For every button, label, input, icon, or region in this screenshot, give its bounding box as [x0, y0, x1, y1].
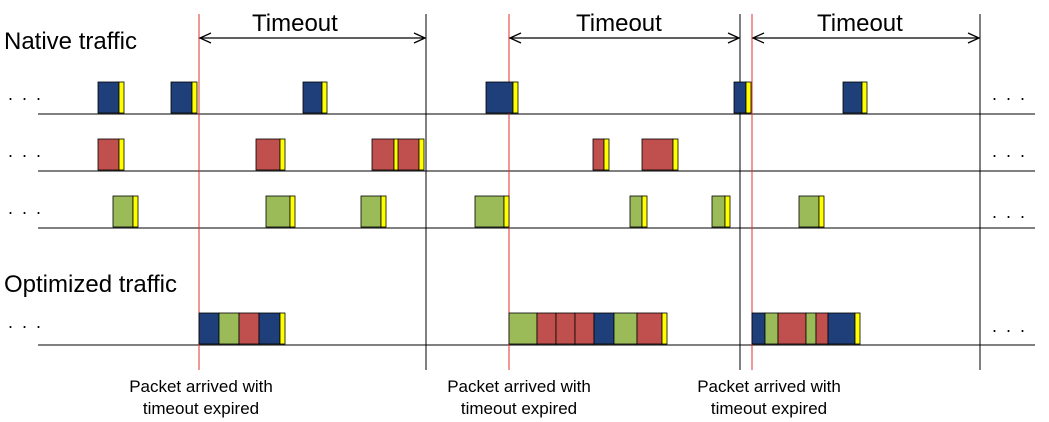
packet-row3-5	[629, 195, 643, 228]
optimized-burst1-packet-3	[238, 312, 260, 345]
optimized-burst2-packet-2	[536, 312, 557, 345]
ellipsis-left-optimized: . . .	[8, 312, 44, 332]
caption-2-line2: timeout expired	[460, 399, 578, 418]
optimized-burst3-packet-1	[751, 312, 766, 345]
timeout-arrow-left-head-2	[508, 32, 522, 44]
timeout-arrow-right-head-1	[413, 32, 427, 44]
packet-row2-6-tail	[672, 138, 679, 171]
packet-row2-6	[641, 138, 674, 171]
packet-row2-2-tail	[279, 138, 286, 171]
timeout-label-2: Timeout	[576, 10, 662, 37]
ellipsis-right-optimized: . . .	[992, 316, 1028, 336]
packet-row1-1	[97, 81, 120, 114]
ellipsis-left-row2: . . .	[8, 141, 44, 161]
optimized-burst1-packet-2	[218, 312, 240, 345]
optimized-burst2-packet-3	[555, 312, 576, 345]
caption-3: Packet arrived with timeout expired	[659, 376, 879, 420]
packet-row2-3	[371, 138, 395, 171]
ellipsis-right-row1: . . .	[992, 84, 1028, 104]
packet-row3-3	[360, 195, 382, 228]
packet-row1-6	[842, 81, 863, 114]
packet-row2-5-tail	[603, 138, 610, 171]
timeout-label-3: Timeout	[817, 10, 903, 37]
optimized-burst3-packet-2	[764, 312, 779, 345]
packet-row1-2-tail	[191, 81, 198, 114]
ellipsis-left-row3: . . .	[8, 198, 44, 218]
packet-row3-5-tail	[641, 195, 648, 228]
packet-row1-4-tail	[512, 81, 519, 114]
timeout-boundaries	[198, 14, 981, 370]
packet-row2-4	[397, 138, 420, 171]
packet-row2-1-tail	[118, 138, 125, 171]
optimized-burst2-tail	[661, 312, 668, 345]
packet-row1-3	[302, 81, 323, 114]
optimized-burst3-packet-5	[815, 312, 829, 345]
packet-row1-5-tail	[745, 81, 752, 114]
optimized-burst3-tail	[854, 312, 861, 345]
optimized-burst3-packet-6	[827, 312, 856, 345]
packet-row1-4	[485, 81, 514, 114]
packets	[97, 81, 868, 345]
packet-row3-4	[474, 195, 505, 228]
native-traffic-label: Native traffic	[4, 28, 137, 55]
optimized-burst1-packet-4	[258, 312, 281, 345]
packet-row1-1-tail	[118, 81, 125, 114]
caption-1-line2: timeout expired	[142, 399, 260, 418]
caption-1: Packet arrived with timeout expired	[91, 376, 311, 420]
packet-row3-3-tail	[380, 195, 387, 228]
packet-row3-2	[265, 195, 291, 228]
packet-row3-4-tail	[503, 195, 510, 228]
ellipsis-right-row2: . . .	[992, 141, 1028, 161]
packet-row3-6	[711, 195, 726, 228]
timeout-arrow-right-head-2	[727, 32, 741, 44]
timeout-label-1: Timeout	[252, 10, 338, 37]
ellipsis-right-row3: . . .	[992, 202, 1028, 222]
packet-row3-2-tail	[289, 195, 296, 228]
packet-row2-5	[592, 138, 605, 171]
optimized-traffic-label: Optimized traffic	[4, 271, 177, 298]
ellipsis-left-row1: . . .	[8, 84, 44, 104]
packet-row3-1	[112, 195, 134, 228]
caption-2-line1: Packet arrived with	[447, 377, 591, 396]
optimized-burst3-packet-4	[805, 312, 817, 345]
packet-row3-7-tail	[818, 195, 825, 228]
packet-row1-2	[170, 81, 193, 114]
timeout-arrow-left-head-1	[198, 32, 212, 44]
optimized-burst2-packet-5	[593, 312, 615, 345]
optimized-burst2-packet-7	[636, 312, 663, 345]
packet-row3-6-tail	[724, 195, 731, 228]
timeout-arrows	[198, 32, 981, 44]
baselines	[38, 113, 1035, 346]
packet-row2-2	[255, 138, 281, 171]
optimized-burst1-tail	[279, 312, 286, 345]
optimized-burst2-packet-6	[613, 312, 638, 345]
optimized-burst3-packet-3	[777, 312, 807, 345]
optimized-burst2-packet-4	[574, 312, 595, 345]
packet-row1-6-tail	[861, 81, 868, 114]
packet-row1-3-tail	[321, 81, 328, 114]
packet-row1-5	[733, 81, 747, 114]
packet-row2-4-tail	[418, 138, 425, 171]
packet-row2-1	[97, 138, 120, 171]
timeout-arrow-right-head-3	[967, 32, 981, 44]
packet-row3-1-tail	[132, 195, 139, 228]
timeout-arrow-left-head-3	[751, 32, 765, 44]
optimized-burst2-packet-1	[508, 312, 538, 345]
caption-3-line2: timeout expired	[710, 399, 828, 418]
optimized-burst1-packet-1	[198, 312, 220, 345]
packet-row3-7	[798, 195, 820, 228]
caption-1-line1: Packet arrived with	[129, 377, 273, 396]
caption-3-line1: Packet arrived with	[697, 377, 841, 396]
caption-2: Packet arrived with timeout expired	[409, 376, 629, 420]
